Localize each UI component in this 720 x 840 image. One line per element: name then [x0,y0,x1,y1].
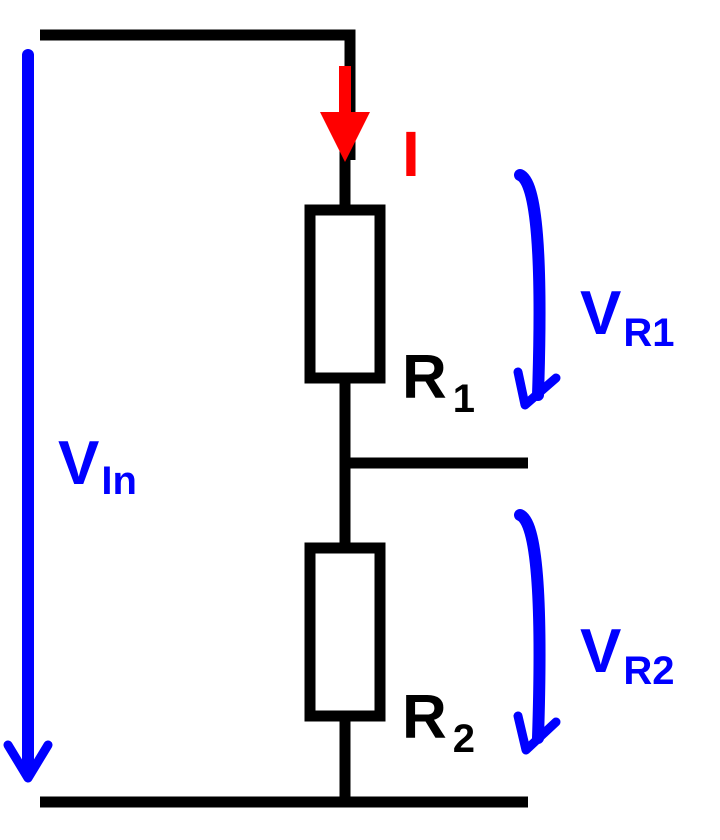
current-label: I [402,118,420,190]
vr1-arrow [513,169,561,410]
vr2-arrow-shaft [514,509,546,744]
top-wire [40,29,356,160]
vin-arrow [3,49,53,783]
r1-label-main: R [402,343,447,412]
resistor-r2 [304,542,386,722]
current-arrow-head [320,112,370,162]
vr2-label: VR2 [580,617,675,693]
vin-label-sub: In [101,459,137,503]
vr1-arrow-head [513,367,561,410]
vr2-arrow [513,509,561,755]
vr2-arrow-head [513,711,561,755]
vr1-label-sub: R1 [623,311,674,355]
vin-arrow-head [3,740,53,783]
r2-label-sub: 2 [453,717,475,761]
vin-label-main: V [58,429,99,498]
vr2-label-main: V [580,617,621,686]
vr2-label-sub: R2 [623,649,674,693]
vr1-label: VR1 [580,279,675,355]
r2-label-main: R [402,683,447,752]
r1-label-sub: 1 [453,377,475,421]
vr1-arrow-shaft [514,169,546,401]
current-arrow [320,66,370,162]
vin-label: VIn [58,429,137,503]
resistor-r1 [304,204,386,384]
vr1-label-main: V [580,279,621,348]
